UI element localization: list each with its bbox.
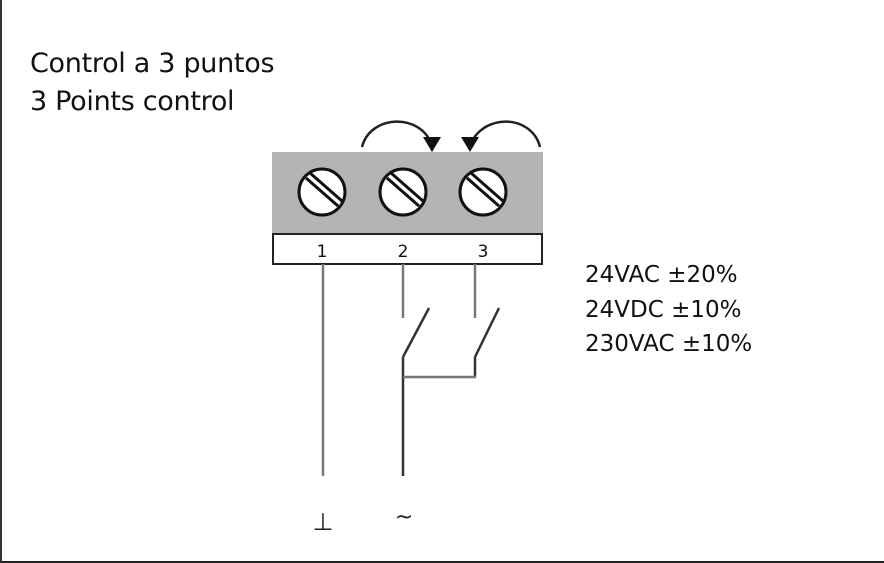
terminal-number-1: 1 xyxy=(317,242,328,262)
terminal-number-3: 3 xyxy=(478,242,489,262)
terminal-number-2: 2 xyxy=(398,242,409,262)
title-spanish: Control a 3 puntos xyxy=(30,48,275,79)
switch-2 xyxy=(401,307,431,358)
screw-3-icon xyxy=(458,167,508,217)
screw-1-icon xyxy=(297,167,347,217)
arrow-ccw-icon xyxy=(468,120,542,148)
supply-spec-230vac: 230VAC ±10% xyxy=(585,331,753,357)
arrow-head-ccw xyxy=(461,137,479,152)
arrow-cw-icon xyxy=(360,120,434,148)
ac-supply-symbol: ~ xyxy=(395,505,413,530)
supply-spec-24vac: 24VAC ±20% xyxy=(585,262,738,288)
ground-symbol: ⊥ xyxy=(313,508,334,536)
title-english: 3 Points control xyxy=(30,86,235,117)
switch-3 xyxy=(473,307,501,358)
arrow-head-cw xyxy=(423,137,441,152)
screw-2-icon xyxy=(378,167,428,217)
terminal-label-strip xyxy=(272,233,543,265)
supply-spec-24vdc: 24VDC ±10% xyxy=(585,297,742,323)
